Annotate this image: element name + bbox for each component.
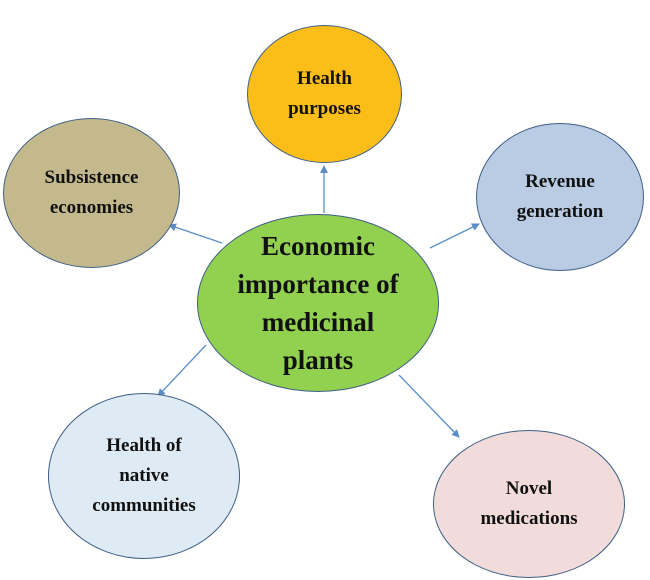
node-revenue-generation-label: Revenue generation [516,171,604,222]
node-economic-importance-label: Economic importance of medicinal plants [237,231,399,375]
node-economic-importance: Economic importance of medicinal plants [197,214,439,392]
node-subsistence-economies-label: Subsistence economies [44,167,139,218]
node-health-purposes-label: Health purposes [288,68,361,119]
node-revenue-generation: Revenue generation [476,123,644,271]
arrow-to-revenue-generation [429,223,480,249]
node-health-of-native-communities-label: Health of native communities [92,435,196,516]
arrow-to-subsistence-economies [168,223,223,244]
node-health-of-native-communities: Health of native communities [48,393,240,559]
node-novel-medications: Novel medications [433,430,625,578]
arrow-to-health-of-native-communities [157,344,207,397]
node-subsistence-economies: Subsistence economies [3,118,180,268]
node-health-purposes: Health purposes [247,25,402,163]
node-novel-medications-label: Novel medications [480,478,578,529]
arrow-to-novel-medications [398,374,460,438]
